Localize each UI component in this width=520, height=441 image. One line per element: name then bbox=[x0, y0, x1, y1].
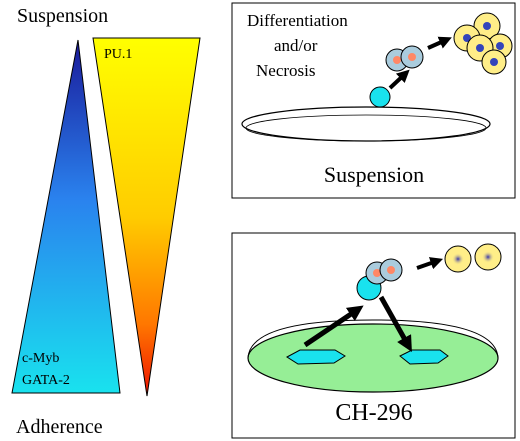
ch296-dish bbox=[247, 323, 499, 393]
ch296-arrow-to-adherent bbox=[378, 295, 412, 352]
adherence-gradient-label: Adherence bbox=[16, 416, 103, 438]
suspension-caption: Suspension bbox=[324, 162, 424, 187]
annotation-line-1: Differentiation bbox=[247, 11, 348, 30]
gata2-label: GATA-2 bbox=[22, 373, 70, 388]
pu1-label: PU.1 bbox=[104, 47, 132, 62]
suspension-dividing-cells bbox=[385, 45, 424, 72]
suspension-gradient-label: Suspension bbox=[17, 5, 108, 27]
suspension-arrow-right bbox=[427, 36, 452, 50]
suspension-panel: Differentiation and/or Necrosis bbox=[231, 2, 516, 199]
ch296-adherent-cell-right bbox=[399, 349, 449, 365]
ch296-dividing-cells bbox=[365, 258, 403, 285]
suspension-arrow-up bbox=[388, 69, 410, 90]
ch296-differentiated-cells bbox=[444, 243, 502, 273]
ch296-arrow-to-cell bbox=[303, 305, 364, 348]
ch296-caption: CH-296 bbox=[335, 400, 412, 426]
ch296-arrow-right bbox=[416, 257, 444, 270]
annotation-line-3: Necrosis bbox=[256, 61, 315, 80]
pu1-gradient-triangle bbox=[92, 37, 201, 397]
suspension-dish-rim bbox=[245, 114, 487, 142]
cmyb-label: c-Myb bbox=[22, 351, 59, 366]
ch296-panel: CH-296 bbox=[231, 232, 516, 439]
suspension-cyan-cell bbox=[369, 86, 391, 108]
ch296-adherent-cell-left bbox=[286, 349, 346, 365]
suspension-differentiated-cells bbox=[453, 12, 513, 75]
cmyb-gata2-gradient-triangle bbox=[11, 39, 121, 394]
annotation-line-2: and/or bbox=[274, 36, 318, 55]
ch296-dish-rim bbox=[247, 319, 499, 359]
